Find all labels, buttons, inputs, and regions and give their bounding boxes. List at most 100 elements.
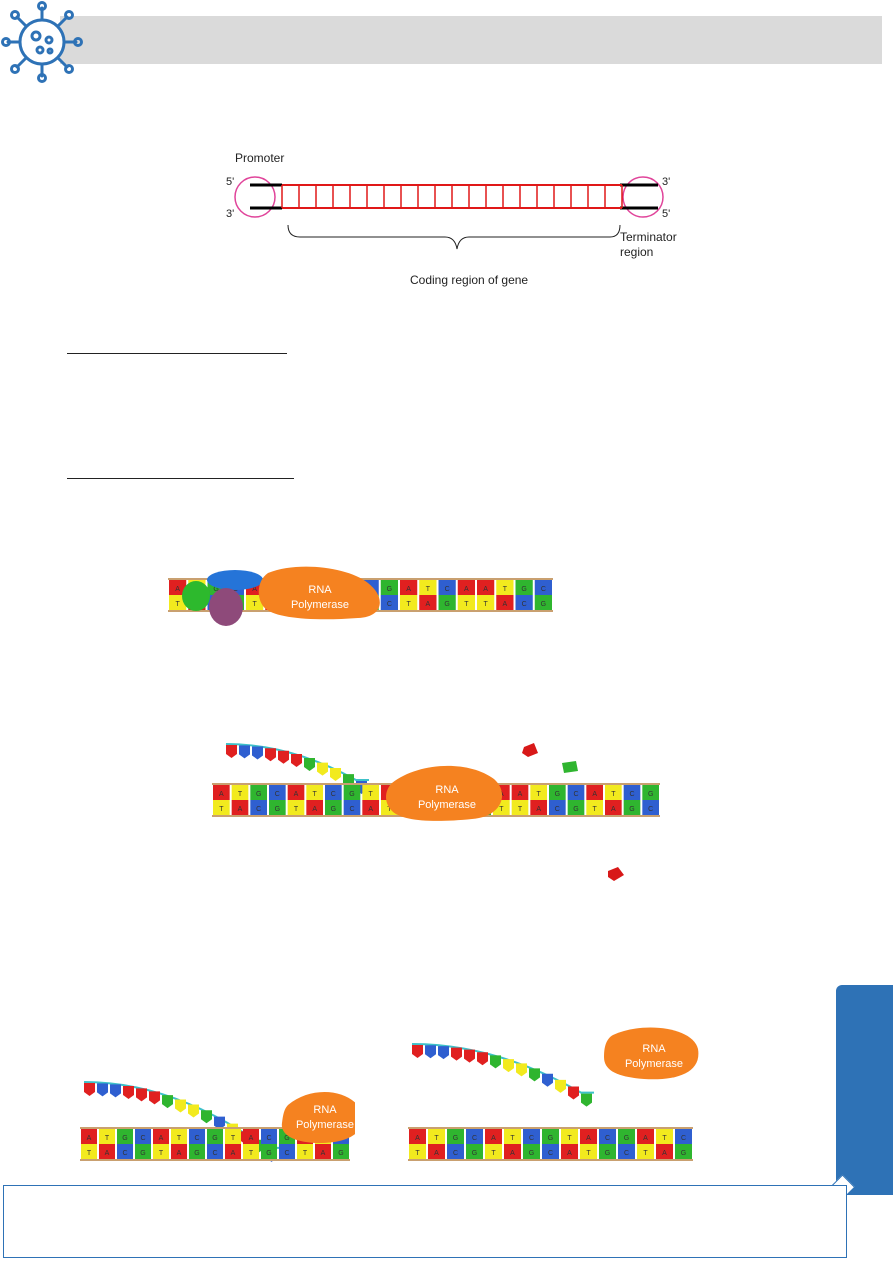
- svg-text:T: T: [499, 806, 504, 813]
- svg-text:T: T: [313, 791, 318, 798]
- dna-base: [675, 1144, 692, 1159]
- dna-base: [496, 580, 514, 595]
- coding-region-ladder: [281, 184, 623, 209]
- dna-base: [225, 1129, 241, 1144]
- svg-text:C: C: [284, 1150, 289, 1157]
- dna-base: [530, 800, 547, 815]
- blank-heading-rule-2: [67, 478, 294, 479]
- dna-base: [99, 1129, 115, 1144]
- svg-text:G: G: [453, 1135, 458, 1142]
- svg-text:G: G: [573, 806, 578, 813]
- rna-polymerase-label-line2: Polymerase: [291, 599, 349, 611]
- svg-text:C: C: [331, 791, 336, 798]
- mrna-strand: [225, 743, 369, 794]
- rna-polymerase-label-line1: RNA: [642, 1043, 666, 1055]
- rna-nucleotide: [516, 1063, 527, 1077]
- rna-nucleotide: [201, 1110, 212, 1124]
- svg-text:T: T: [105, 1135, 110, 1142]
- dna-base: [599, 1129, 616, 1144]
- dna-base: [623, 800, 641, 815]
- dna-base: [428, 1144, 445, 1159]
- svg-text:T: T: [586, 1150, 591, 1157]
- svg-text:C: C: [194, 1135, 199, 1142]
- svg-text:G: G: [266, 1150, 271, 1157]
- svg-text:T: T: [238, 791, 243, 798]
- dna-base: [246, 595, 264, 610]
- rna-polymerase-label-line2: Polymerase: [625, 1058, 683, 1070]
- svg-text:A: A: [249, 1135, 254, 1142]
- svg-text:A: A: [159, 1135, 164, 1142]
- dna-base: [549, 800, 566, 815]
- dna-base: [580, 1129, 597, 1144]
- rna-nucleotide: [188, 1104, 199, 1118]
- dna-base: [675, 1129, 692, 1144]
- dna-base: [380, 595, 398, 610]
- svg-text:G: G: [349, 791, 354, 798]
- rna-nucleotide: [278, 750, 289, 764]
- terminator-ring: [622, 176, 664, 218]
- rna-nucleotide: [175, 1099, 186, 1113]
- side-tab[interactable]: [836, 985, 893, 1195]
- rna-nucleotide: [425, 1045, 436, 1059]
- blank-heading-rule-1: [67, 353, 287, 354]
- svg-text:C: C: [555, 806, 560, 813]
- svg-text:A: A: [503, 601, 508, 608]
- svg-text:T: T: [249, 1150, 254, 1157]
- svg-text:T: T: [159, 1150, 164, 1157]
- svg-text:A: A: [510, 1150, 515, 1157]
- dna-base: [605, 785, 622, 800]
- dna-base: [438, 580, 456, 595]
- dna-base: [287, 785, 305, 800]
- svg-text:C: C: [529, 1135, 534, 1142]
- svg-text:C: C: [275, 791, 280, 798]
- mrna-strand: [411, 1043, 594, 1107]
- dna-base: [306, 800, 323, 815]
- svg-text:C: C: [624, 1150, 629, 1157]
- svg-text:T: T: [537, 791, 542, 798]
- dna-base: [637, 1144, 654, 1159]
- dna-base: [409, 1144, 426, 1159]
- five-prime-left-label: 5': [226, 176, 234, 188]
- dna-base: [225, 1144, 241, 1159]
- rna-nucleotide: [162, 1095, 173, 1109]
- svg-text:G: G: [213, 586, 218, 593]
- dna-base: [269, 785, 286, 800]
- dna-base: [549, 785, 566, 800]
- svg-text:T: T: [643, 1150, 648, 1157]
- dna-base: [523, 1144, 540, 1159]
- svg-text:A: A: [406, 586, 411, 593]
- dna-base: [561, 1129, 578, 1144]
- svg-text:G: G: [444, 601, 449, 608]
- rna-nucleotide: [568, 1086, 579, 1100]
- svg-text:G: G: [212, 1135, 217, 1142]
- svg-text:G: G: [472, 1150, 477, 1157]
- dna-base: [171, 1129, 187, 1144]
- svg-text:G: G: [256, 791, 261, 798]
- rna-nucleotide: [542, 1073, 553, 1087]
- svg-text:A: A: [483, 586, 488, 593]
- rna-nucleotide: [412, 1045, 423, 1058]
- svg-text:T: T: [662, 1135, 667, 1142]
- svg-text:T: T: [87, 1150, 92, 1157]
- svg-text:T: T: [369, 791, 374, 798]
- rna-polymerase-terminating: [281, 1092, 355, 1143]
- svg-text:C: C: [648, 806, 653, 813]
- rna-nucleotide: [330, 768, 341, 782]
- dna-base: [213, 800, 230, 815]
- dna-base: [656, 1144, 673, 1159]
- terminator-label-line2: region: [620, 245, 653, 259]
- transcription-factor-blue: [207, 570, 263, 590]
- three-prime-left-label: 3': [226, 208, 234, 220]
- dna-base: [99, 1144, 115, 1159]
- rna-nucleotide: [149, 1091, 160, 1105]
- svg-text:C: C: [605, 1135, 610, 1142]
- rna-nucleotide: [529, 1068, 540, 1082]
- dna-base: [81, 1129, 97, 1144]
- rna-polymerase-label-line1: RNA: [435, 784, 459, 796]
- svg-text:A: A: [415, 1135, 420, 1142]
- svg-text:A: A: [611, 806, 616, 813]
- dna-base: [485, 1144, 502, 1159]
- dna-base: [530, 785, 547, 800]
- dna-base: [642, 785, 659, 800]
- dna-base: [605, 800, 622, 815]
